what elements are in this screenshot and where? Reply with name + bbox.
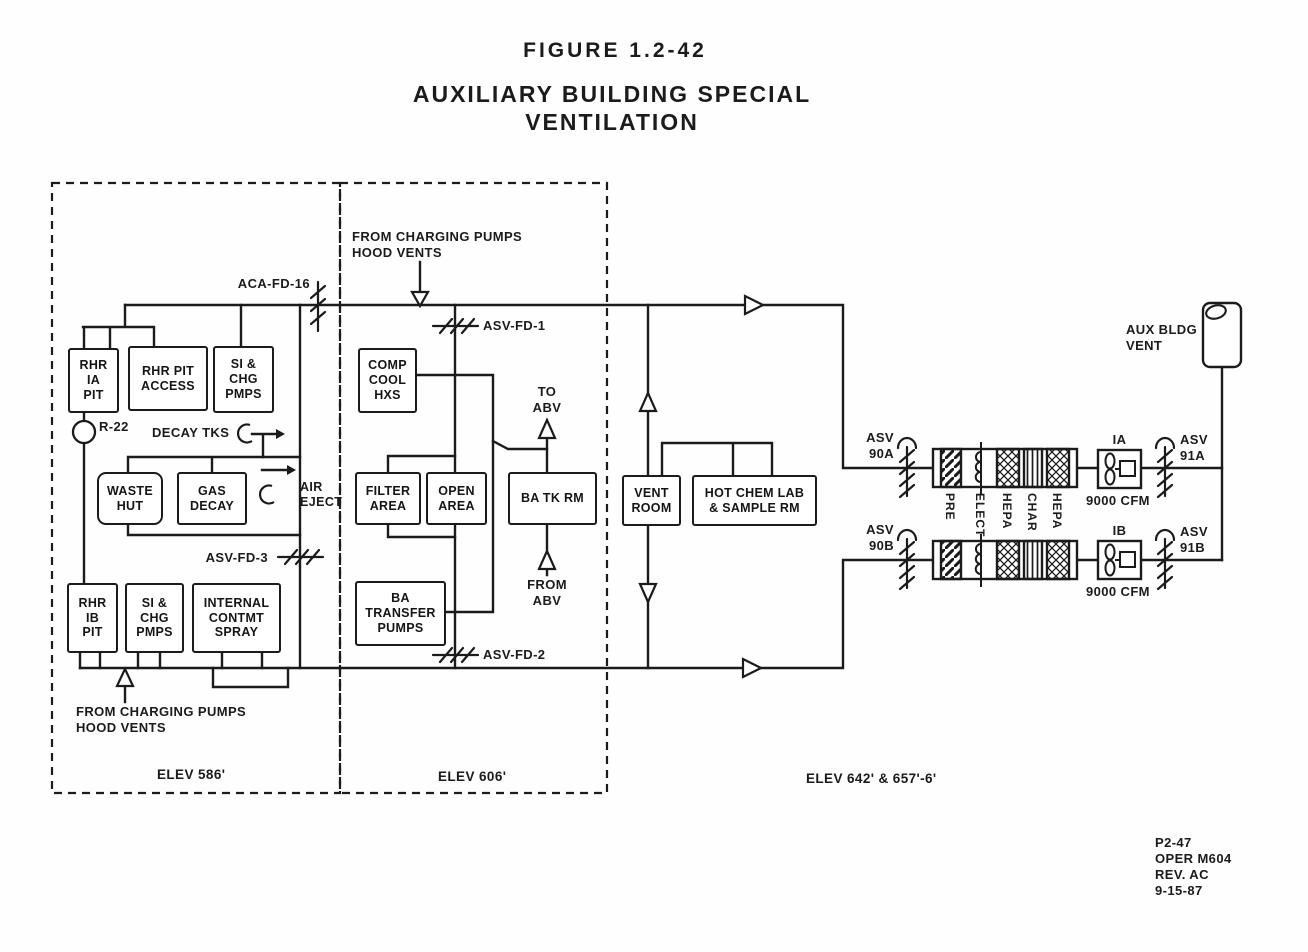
damper-asv-fd-3-icon <box>276 548 325 566</box>
room-vent-room: VENT ROOM <box>622 475 681 526</box>
prefilter-cell-icon <box>939 447 963 489</box>
vent-symbols <box>236 423 296 505</box>
title-block-date: 9-15-87 <box>1155 882 1203 898</box>
asv-dampers <box>896 436 1176 591</box>
damper-asv-fd-2-icon <box>431 646 480 664</box>
damper-asv-90b-icon <box>896 528 918 591</box>
room-si-chg-pmps-upper: SI & CHG PMPS <box>213 346 274 413</box>
hepa2-cell-icon <box>1045 539 1071 581</box>
damper-asv-91b-icon <box>1154 528 1176 591</box>
vent-room-down-arrow-icon <box>638 582 658 605</box>
title-block: P2-47 OPER M604 REV. AC 9-15-87 <box>1155 835 1232 898</box>
room-rhr-pit-access: RHR PIT ACCESS <box>128 346 208 411</box>
hepa1-cell-icon <box>995 447 1021 489</box>
filter-label-hepa1: HEPA <box>1000 493 1014 530</box>
from-abv-arrow-icon <box>537 548 557 571</box>
label-asv-fd-1: ASV-FD-1 <box>483 318 546 333</box>
electrostatic-cell-icon <box>974 534 982 587</box>
room-ba-tk-rm: BA TK RM <box>508 472 597 525</box>
label-asv-90a: ASV 90A <box>866 430 894 461</box>
label-fan-ia-cfm: 9000 CFM <box>1086 493 1150 508</box>
room-filter-area: FILTER AREA <box>355 472 421 525</box>
filter-label-hepa2: HEPA <box>1050 493 1064 530</box>
filter-train-b <box>931 534 1079 587</box>
flow-arrow-top-header-icon <box>743 294 766 316</box>
damper-asv-90a-icon <box>896 436 918 499</box>
from-charging-bottom-arrow-icon <box>115 666 135 688</box>
from-charging-top-arrow-icon <box>410 290 430 309</box>
damper-aca-fd-16-icon <box>309 280 327 333</box>
label-asv-fd-2: ASV-FD-2 <box>483 647 546 662</box>
duct-lines <box>78 260 1224 704</box>
hepa1-cell-icon <box>995 539 1021 581</box>
label-r22: R-22 <box>99 419 129 434</box>
room-rhr-ia-pit: RHR IA PIT <box>68 348 119 413</box>
label-asv-fd-3: ASV-FD-3 <box>205 550 268 565</box>
room-internal-contmt-spray: INTERNAL CONTMT SPRAY <box>192 583 281 653</box>
hepa2-cell-icon <box>1045 447 1071 489</box>
drawing-title: AUXILIARY BUILDING SPECIAL VENTILATION <box>412 81 812 136</box>
room-open-area: OPEN AREA <box>426 472 487 525</box>
decay-tks-arrowhead-icon <box>276 429 285 439</box>
decay-tks-pigtail-icon <box>236 423 253 444</box>
figure-number: FIGURE 1.2-42 <box>523 39 707 62</box>
label-fan-ia: IA <box>1112 432 1127 447</box>
filter-train-a <box>931 442 1079 495</box>
vent-room-up-arrow-icon <box>638 390 658 413</box>
flow-arrows <box>115 290 766 688</box>
zone-label-elev-606: ELEV 606' <box>438 769 507 784</box>
to-abv-arrow-icon <box>537 417 557 440</box>
filter-label-pre: PRE <box>943 493 957 521</box>
label-aux-bldg-vent: AUX BLDG VENT <box>1126 322 1198 353</box>
label-fan-ib: IB <box>1112 523 1127 538</box>
prefilter-cell-icon <box>939 539 963 581</box>
label-aca-fd-16: ACA-FD-16 <box>237 276 310 291</box>
damper-asv-91a-icon <box>1154 436 1176 499</box>
charcoal-cell-icon <box>1022 447 1044 489</box>
electrostatic-cell-icon <box>974 442 982 495</box>
room-rhr-ib-pit: RHR IB PIT <box>67 583 118 653</box>
vent-stack-icon <box>1201 301 1243 369</box>
label-asv-91a: ASV 91A <box>1180 432 1208 463</box>
damper-asv-fd-1-icon <box>431 317 480 335</box>
fan-ib-icon <box>1096 539 1143 581</box>
label-air-eject: AIR EJECT <box>300 480 343 510</box>
zone-label-elev-642: ELEV 642' & 657'-6' <box>806 771 937 786</box>
label-asv-91b: ASV 91B <box>1180 524 1208 555</box>
fire-dampers <box>276 280 480 664</box>
label-from-charging-top: FROM CHARGING PUMPS HOOD VENTS <box>352 229 523 260</box>
room-gas-decay: GAS DECAY <box>177 472 247 525</box>
zone-elev-606-outline <box>338 181 609 795</box>
title-block-revision: REV. AC <box>1155 866 1209 882</box>
label-decay-tks: DECAY TKS <box>152 425 230 440</box>
label-asv-90b: ASV 90B <box>866 522 894 553</box>
title-block-drawing: P2-47 <box>1155 835 1192 850</box>
label-to-abv: TO ABV <box>532 384 562 415</box>
charcoal-cell-icon <box>1022 539 1044 581</box>
room-hot-chem-lab: HOT CHEM LAB & SAMPLE RM <box>692 475 817 526</box>
label-from-abv: FROM ABV <box>527 577 567 608</box>
r22-monitor-icon <box>71 419 97 445</box>
zone-boundaries <box>50 181 609 795</box>
air-eject-arrowhead-icon <box>287 465 296 475</box>
fan-ia-icon <box>1096 448 1143 490</box>
room-si-chg-pmps-lower: SI & CHG PMPS <box>125 583 184 653</box>
room-waste-hut: WASTE HUT <box>97 472 163 525</box>
flow-arrow-bottom-header-icon <box>741 657 764 679</box>
label-fan-ib-cfm: 9000 CFM <box>1086 584 1150 599</box>
room-ba-transfer-pumps: BA TRANSFER PUMPS <box>355 581 446 646</box>
title-block-manual: OPER M604 <box>1155 850 1232 866</box>
room-comp-cool-hxs: COMP COOL HXS <box>358 348 417 413</box>
filter-label-elect: ELECT <box>973 493 987 538</box>
filter-label-char: CHAR <box>1025 493 1039 532</box>
zone-label-elev-586: ELEV 586' <box>157 767 226 782</box>
label-from-charging-bottom: FROM CHARGING PUMPS HOOD VENTS <box>76 704 247 735</box>
air-eject-pigtail-icon <box>258 484 275 505</box>
